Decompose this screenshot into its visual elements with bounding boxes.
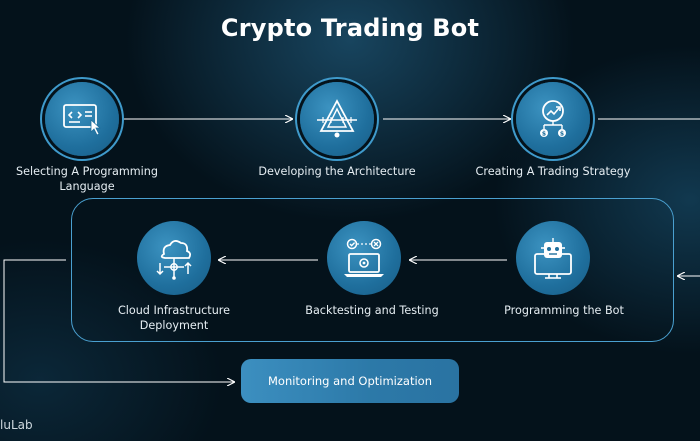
- brand-watermark: luLab: [0, 418, 33, 432]
- step-label-3: Creating A Trading Strategy: [475, 165, 631, 178]
- step-label-5: Backtesting and Testing: [305, 304, 439, 317]
- arrow-box-to-final: [3, 259, 234, 382]
- svg-text:$: $: [542, 131, 546, 138]
- final-step-box: Monitoring and Optimization: [241, 359, 459, 403]
- implementation-group-box: [71, 198, 674, 342]
- step-label-1: Selecting A Programming Language: [16, 165, 158, 193]
- step-node-2: [300, 82, 374, 156]
- step-node-3: $ $: [516, 82, 590, 156]
- step-node-5: [327, 221, 401, 295]
- final-step-label: Monitoring and Optimization: [267, 374, 432, 388]
- step-label-2: Developing the Architecture: [258, 165, 416, 178]
- code-window-icon: [63, 104, 102, 136]
- step-node-6: [137, 221, 211, 295]
- svg-text:$: $: [560, 131, 564, 138]
- step-label-4: Programming the Bot: [504, 304, 624, 317]
- robot-monitor-icon: [534, 238, 572, 279]
- step-node-1: [45, 82, 119, 156]
- cloud-network-icon: [156, 240, 192, 280]
- architecture-icon: [317, 99, 357, 138]
- diagram-title: Crypto Trading Bot: [220, 14, 480, 42]
- laptop-check-icon: [344, 238, 384, 277]
- strategy-chart-icon: $ $: [540, 100, 566, 138]
- step-label-6: Cloud Infrastructure Deployment: [117, 304, 231, 332]
- step-node-4: [516, 221, 590, 295]
